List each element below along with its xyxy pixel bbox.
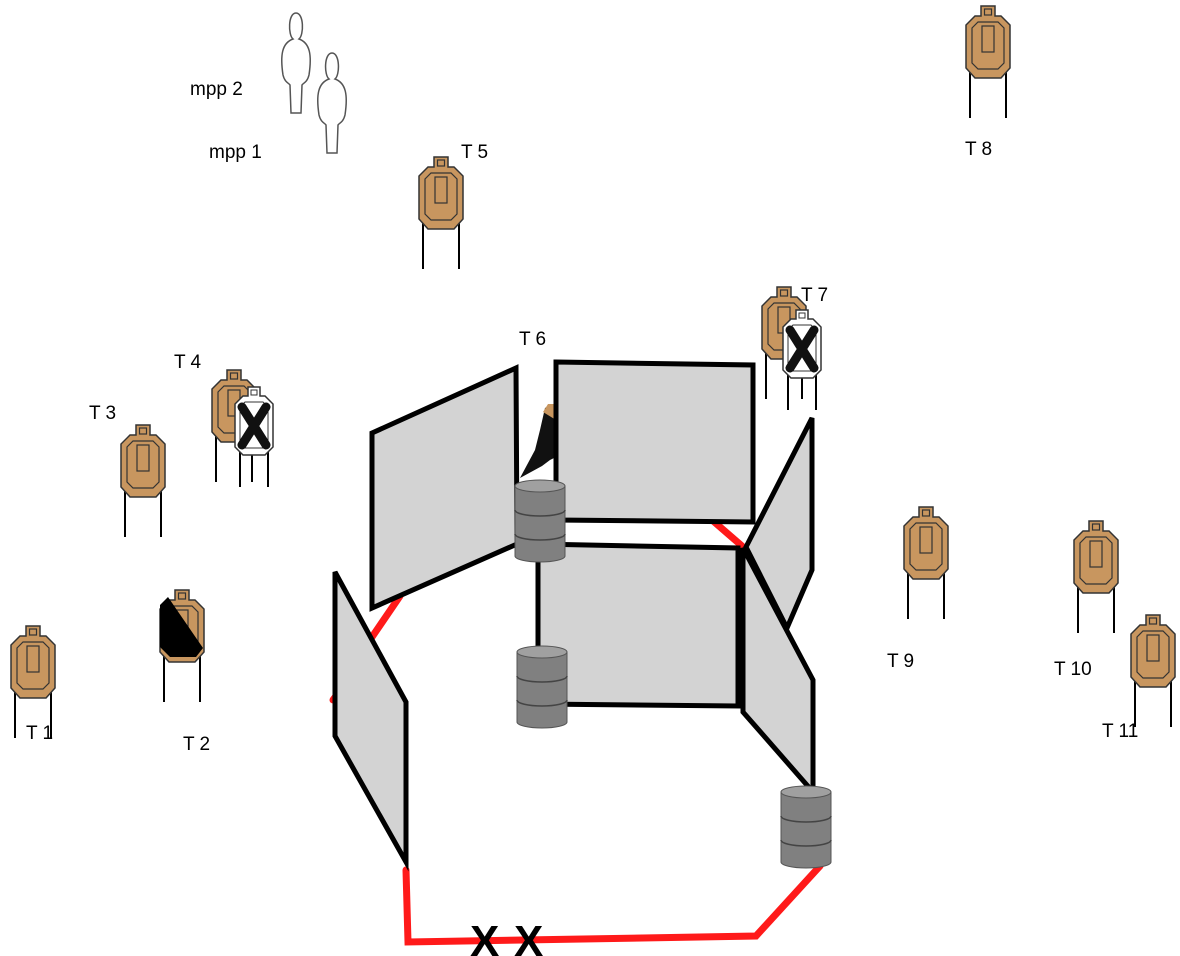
target-t1 — [10, 625, 56, 739]
target-t3 — [120, 424, 166, 538]
target-t8 — [965, 5, 1011, 119]
label-t9: T 9 — [887, 651, 914, 672]
target-t9 — [903, 506, 949, 620]
label-t2: T 2 — [183, 734, 210, 755]
label-t4: T 4 — [174, 352, 202, 373]
start-mark-1: X — [470, 917, 499, 956]
t2-hardcover — [160, 597, 203, 657]
barrel-3 — [780, 785, 832, 869]
target-t10 — [1073, 520, 1119, 634]
label-t7: T 7 — [801, 285, 828, 306]
mpp1-mannequin — [316, 52, 348, 154]
barrel-2 — [516, 645, 568, 729]
wall-left-upper — [369, 364, 520, 612]
wall-center-lower — [535, 541, 741, 709]
label-mpp1: mpp 1 — [209, 142, 262, 163]
target-t6 — [520, 404, 558, 478]
label-t1: T 1 — [26, 723, 53, 744]
target-t11 — [1130, 614, 1176, 728]
label-t8: T 8 — [965, 139, 992, 160]
walls — [332, 359, 816, 872]
label-t10: T 10 — [1054, 659, 1092, 680]
target-t5 — [418, 156, 464, 270]
mpp2-mannequin — [280, 12, 312, 114]
label-t11: T 11 — [1102, 721, 1138, 742]
noshoot-t4 — [235, 387, 273, 487]
label-mpp2: mpp 2 — [190, 79, 243, 100]
barrel-1 — [514, 479, 566, 563]
label-t5: T 5 — [461, 142, 488, 163]
wall-center-top — [553, 359, 756, 525]
label-t6: T 6 — [519, 329, 546, 350]
start-mark-2: X — [514, 917, 543, 956]
label-t3: T 3 — [89, 403, 116, 424]
wall-left-lower — [332, 570, 409, 872]
